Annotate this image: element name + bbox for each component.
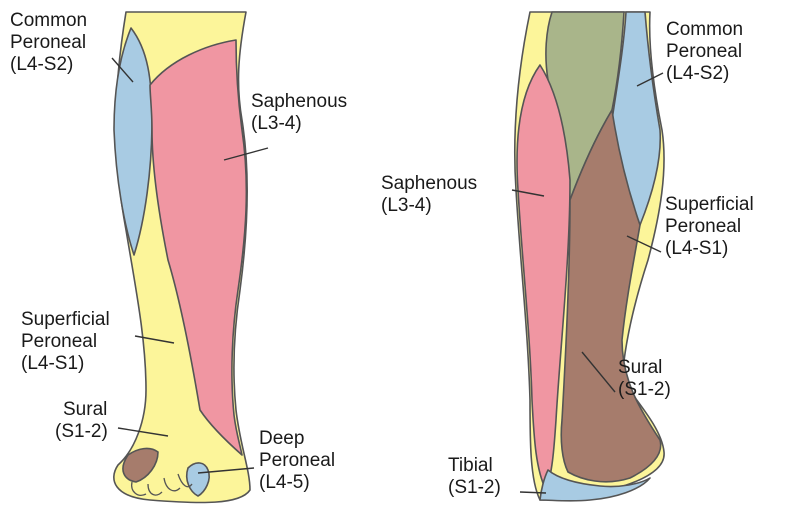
back-tibial-label: Tibial (S1-2) — [448, 455, 501, 499]
front-common-peroneal-label: Common Peroneal (L4-S2) — [10, 10, 87, 76]
nerve-roots: (L4-S1) — [21, 353, 110, 375]
back-leg — [515, 12, 664, 501]
back-sural-label: Sural (S1-2) — [618, 357, 671, 401]
back-tibial-leader — [520, 492, 546, 493]
nerve-roots: (S1-2) — [618, 379, 671, 401]
back-superficial-peroneal-label: Superficial Peroneal (L4-S1) — [665, 194, 754, 260]
nerve-name: Common — [666, 19, 743, 41]
nerve-name-line2: Peroneal — [21, 331, 110, 353]
nerve-roots: (L4-S2) — [10, 54, 87, 76]
front-leg — [114, 12, 250, 503]
back-saphenous-label: Saphenous (L3-4) — [381, 173, 477, 217]
nerve-name: Sural — [55, 399, 108, 421]
nerve-roots: (S1-2) — [448, 477, 501, 499]
back-common-peroneal-label: Common Peroneal (L4-S2) — [666, 19, 743, 85]
front-sural-label: Sural (S1-2) — [55, 399, 108, 443]
nerve-name: Superficial — [21, 309, 110, 331]
nerve-name-line2: Peroneal — [666, 41, 743, 63]
nerve-roots: (S1-2) — [55, 421, 108, 443]
nerve-name: Sural — [618, 357, 671, 379]
nerve-name: Saphenous — [251, 91, 347, 113]
front-saphenous-label: Saphenous (L3-4) — [251, 91, 347, 135]
nerve-name-line2: Peroneal — [259, 450, 335, 472]
nerve-name: Superficial — [665, 194, 754, 216]
nerve-name-line2: Peroneal — [665, 216, 754, 238]
nerve-name: Saphenous — [381, 173, 477, 195]
nerve-roots: (L4-5) — [259, 472, 335, 494]
nerve-roots: (L4-S2) — [666, 63, 743, 85]
nerve-roots: (L3-4) — [381, 195, 477, 217]
front-superficial-peroneal-label: Superficial Peroneal (L4-S1) — [21, 309, 110, 375]
nerve-name: Tibial — [448, 455, 501, 477]
nerve-roots: (L4-S1) — [665, 238, 754, 260]
nerve-roots: (L3-4) — [251, 113, 347, 135]
nerve-name-line2: Peroneal — [10, 32, 87, 54]
front-deep-peroneal-label: Deep Peroneal (L4-5) — [259, 428, 335, 494]
nerve-name: Deep — [259, 428, 335, 450]
nerve-name: Common — [10, 10, 87, 32]
